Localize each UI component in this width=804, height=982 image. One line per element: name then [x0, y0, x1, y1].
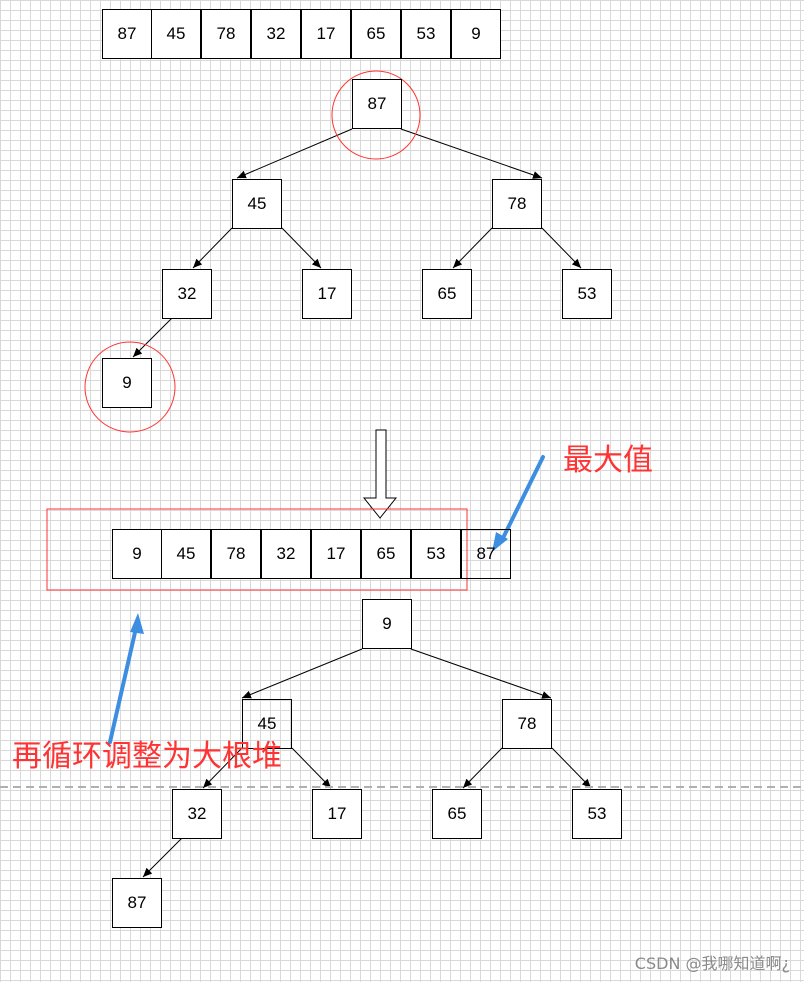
reheap-label: 再循环调整为大根堆 — [12, 739, 282, 774]
tree-node: 45 — [242, 699, 292, 749]
down-arrow — [362, 429, 398, 519]
highlight-circle-last — [84, 341, 176, 433]
array-cell: 32 — [261, 529, 311, 579]
pointer-arrows — [108, 455, 545, 744]
tree-node: 32 — [172, 789, 222, 839]
array-cell: 78 — [211, 529, 261, 579]
bottom-tree-edges — [142, 648, 592, 878]
array-cell: 32 — [251, 9, 301, 59]
array-cell-max: 87 — [461, 529, 511, 579]
max-value-label: 最大值 — [563, 443, 653, 478]
tree-node: 87 — [112, 878, 162, 928]
tree-node: 17 — [302, 269, 352, 319]
tree-node: 45 — [232, 179, 282, 229]
array-cell: 45 — [151, 9, 201, 59]
tree-node: 78 — [502, 699, 552, 749]
array-cell: 87 — [102, 9, 152, 59]
tree-node: 53 — [572, 789, 622, 839]
array-cell: 45 — [161, 529, 211, 579]
array-cell: 17 — [311, 529, 361, 579]
array-cell: 9 — [112, 529, 162, 579]
tree-node: 53 — [562, 269, 612, 319]
tree-node: 9 — [102, 358, 152, 408]
highlight-circle-root — [331, 70, 421, 160]
tree-node-root: 87 — [352, 79, 402, 129]
tree-node: 78 — [492, 179, 542, 229]
array-cell: 17 — [301, 9, 351, 59]
top-tree-edges — [132, 128, 582, 358]
watermark: CSDN @我哪知道啊¿ — [634, 954, 790, 973]
tree-node: 32 — [162, 269, 212, 319]
array-cell: 65 — [351, 9, 401, 59]
array-cell: 78 — [201, 9, 251, 59]
tree-node: 17 — [312, 789, 362, 839]
array-cell: 9 — [451, 9, 501, 59]
array-cell: 65 — [361, 529, 411, 579]
highlight-rect-array — [46, 508, 468, 591]
array-cell: 53 — [401, 9, 451, 59]
tree-node: 65 — [432, 789, 482, 839]
tree-node: 65 — [422, 269, 472, 319]
tree-node-root: 9 — [362, 599, 412, 649]
array-cell: 53 — [411, 529, 461, 579]
